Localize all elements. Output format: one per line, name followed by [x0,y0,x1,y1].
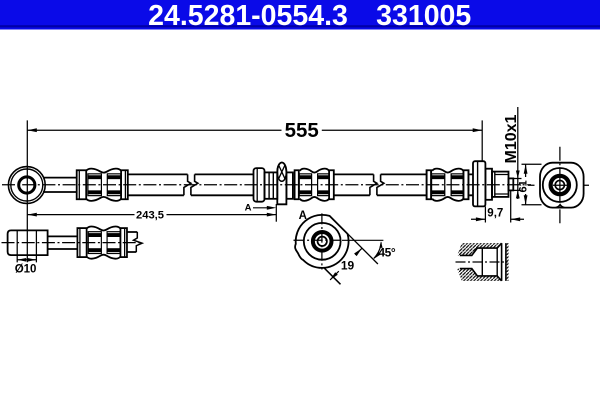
svg-text:331005: 331005 [376,0,471,32]
svg-text:A: A [245,202,252,213]
svg-text:9,7: 9,7 [487,207,503,219]
svg-text:555: 555 [285,119,319,142]
svg-text:Ø10: Ø10 [15,263,37,275]
svg-text:A: A [299,210,307,222]
svg-text:19: 19 [341,259,355,273]
svg-text:M10x1: M10x1 [503,114,520,163]
svg-text:24.5281-0554.3: 24.5281-0554.3 [148,0,348,32]
svg-text:45°: 45° [378,246,396,260]
svg-text:243,5: 243,5 [136,210,164,222]
svg-text:61: 61 [518,180,530,192]
